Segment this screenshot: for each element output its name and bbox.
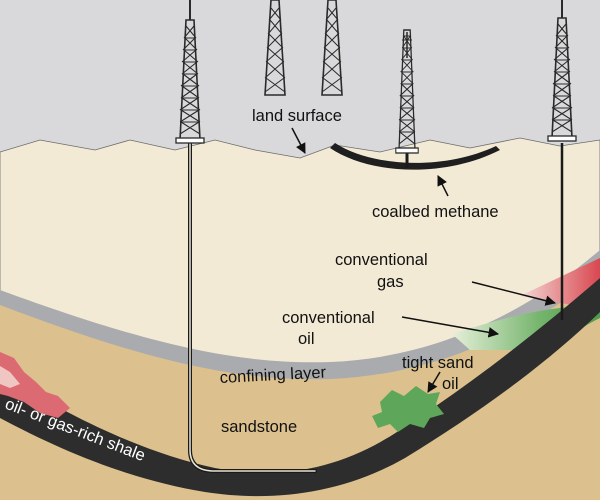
confining-layer-label: confining layer bbox=[219, 363, 327, 387]
drilling-rig-icon bbox=[547, 0, 577, 142]
arrow-icon bbox=[427, 371, 441, 393]
drilling-rig-icon bbox=[321, 0, 343, 96]
arrow-icon bbox=[291, 127, 306, 154]
arrow-icon bbox=[401, 316, 500, 338]
drilling-rig-icon bbox=[175, 0, 205, 144]
tight-sand-label-line1: tight sand bbox=[402, 354, 474, 372]
arrow-icon bbox=[471, 281, 557, 306]
drilling-rig-icon bbox=[264, 0, 286, 96]
sandstone-label: sandstone bbox=[221, 418, 297, 436]
conventional-gas-label-line1: conventional bbox=[335, 251, 428, 269]
shale-gas-highlight bbox=[0, 366, 20, 388]
tight-sand-oil-patch bbox=[372, 386, 444, 432]
coal-seam bbox=[330, 143, 500, 170]
conventional-oil-label-line2: oil bbox=[298, 330, 315, 348]
shale-gas-patch bbox=[0, 352, 70, 418]
shale-layer bbox=[0, 278, 600, 497]
tight-sand-label-line2: oil bbox=[442, 375, 459, 393]
horizontal-well-bore-core bbox=[189, 141, 316, 472]
land-surface-label: land surface bbox=[252, 107, 342, 125]
drilling-rig-icon bbox=[394, 29, 420, 154]
conventional-gas-zone bbox=[520, 258, 600, 306]
coalbed-methane-label: coalbed methane bbox=[372, 203, 499, 221]
sandstone-layer bbox=[0, 275, 600, 500]
conventional-oil-label-line1: conventional bbox=[282, 309, 375, 327]
conventional-gas-label-line2: gas bbox=[377, 273, 404, 291]
arrow-icon bbox=[437, 175, 449, 197]
